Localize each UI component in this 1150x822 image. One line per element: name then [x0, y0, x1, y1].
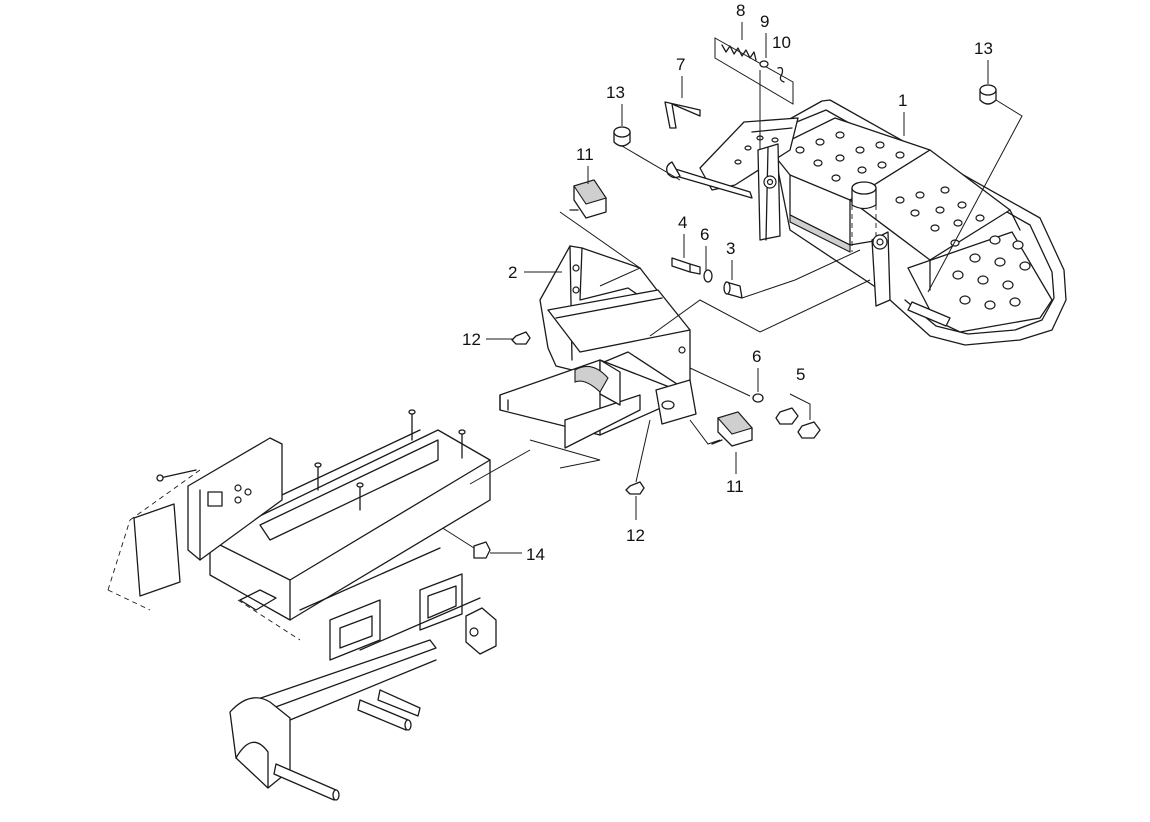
end-caps [613, 84, 1023, 293]
callout-11a: 11 [576, 145, 594, 164]
tractor-chassis [107, 409, 497, 801]
part-callouts: 1 2 3 4 5 6 6 7 8 9 10 11 11 12 12 13 13 [462, 1, 993, 564]
step-platform-part [666, 99, 1067, 346]
callout-12a: 12 [462, 330, 481, 349]
callout-13a: 13 [606, 83, 625, 102]
callout-13b: 13 [974, 39, 993, 58]
callout-7: 7 [676, 55, 685, 74]
callout-6a: 6 [700, 225, 709, 244]
hitch-frame-part [499, 245, 697, 469]
callout-12b: 12 [626, 526, 645, 545]
callout-11b: 11 [726, 477, 744, 496]
callout-1: 1 [898, 91, 907, 110]
clamp-pads [569, 179, 753, 447]
callout-10: 10 [772, 33, 791, 52]
spring-kit-parts [714, 37, 794, 150]
callout-6b: 6 [752, 347, 761, 366]
callout-3: 3 [726, 239, 735, 258]
l-pin-part [664, 101, 701, 129]
callout-5: 5 [796, 365, 805, 384]
callout-9: 9 [760, 12, 769, 31]
callout-8: 8 [736, 1, 745, 20]
washer-nuts [689, 367, 821, 439]
bolt-washer-spacer [671, 249, 861, 299]
callout-2: 2 [508, 263, 517, 282]
lock-nuts [511, 331, 651, 495]
callout-4: 4 [678, 213, 687, 232]
callout-14: 14 [526, 545, 545, 564]
assembly-guide-lines [469, 211, 871, 485]
